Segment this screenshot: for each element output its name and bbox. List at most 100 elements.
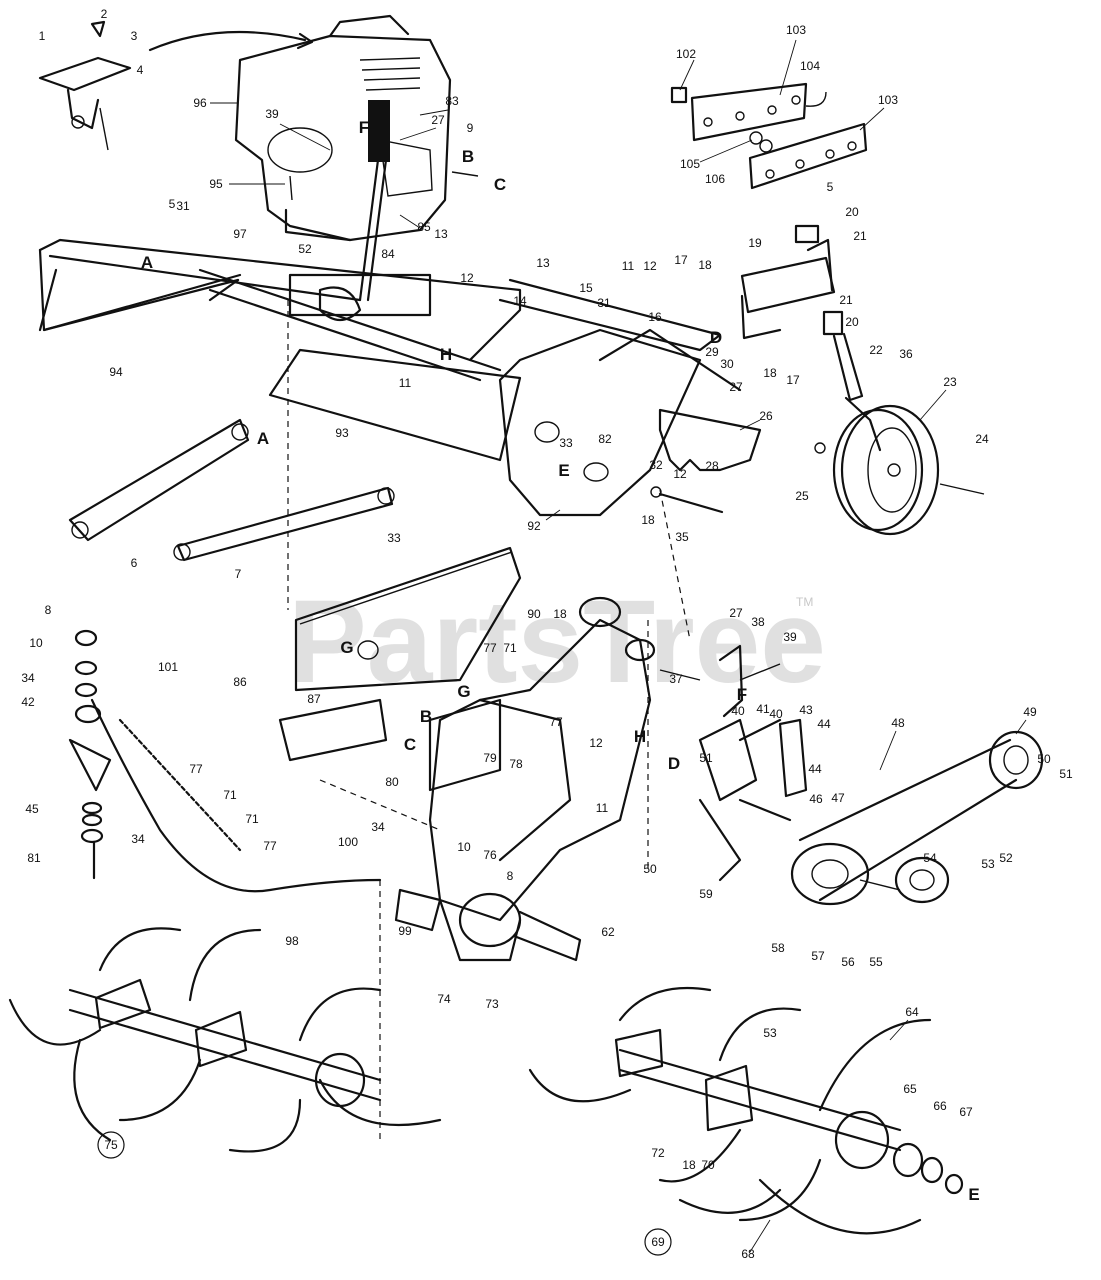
part-callout: 28 [705,459,719,473]
part-callout: 52 [999,851,1013,865]
mounting-plates-group [670,82,868,190]
part-callout: 7 [235,567,242,581]
part-callout: 103 [878,93,898,107]
part-callout: 18 [763,366,777,380]
part-callout: 3 [131,29,138,43]
part-callout: 59 [699,887,713,901]
part-callout: 93 [335,426,349,440]
part-callout: 84 [381,247,395,261]
part-callout: 43 [799,703,813,717]
part-callout: 18 [682,1158,696,1172]
part-callout: 44 [808,762,822,776]
part-callout: 5 [169,197,176,211]
circled-callout-number: 69 [651,1235,665,1249]
part-callout: 45 [25,802,39,816]
part-callout: 18 [641,513,655,527]
part-callout: 46 [809,792,823,806]
circled-callout-number: 75 [104,1138,118,1152]
reference-letter: G [340,638,353,657]
belt-pulley-group [790,730,1044,906]
part-callout: 104 [800,59,820,73]
part-callout: 81 [27,851,41,865]
part-callout: 33 [387,531,401,545]
part-callout: 53 [981,857,995,871]
part-callout: 22 [869,343,883,357]
part-callout: 58 [771,941,785,955]
part-callout: 67 [959,1105,973,1119]
part-callout: 1 [39,29,46,43]
part-callout: 37 [669,672,683,686]
part-callout: 54 [923,851,937,865]
part-callout: 26 [759,409,773,423]
part-callout: 39 [783,630,797,644]
reference-letter: D [668,754,680,773]
part-callout: 73 [485,997,499,1011]
part-callout: 38 [751,615,765,629]
part-callout: 94 [109,365,123,379]
circled-part-callout: 69 [644,1228,672,1256]
part-callout: 10 [29,636,43,650]
part-callout: 53 [763,1026,777,1040]
part-callout: 4 [137,63,144,77]
chain-spring-group [90,698,382,893]
control-handle-group [358,100,390,302]
part-callout: 57 [811,949,825,963]
tine-assembly-right [528,986,964,1235]
part-callout: 16 [648,310,662,324]
lever-group [659,644,808,882]
part-callout: 70 [701,1158,715,1172]
part-callout: 10 [457,840,471,854]
part-callout: 50 [1037,752,1051,766]
part-callout: 77 [263,839,277,853]
part-callout: 34 [21,671,35,685]
part-callout: 5 [827,180,834,194]
throttle-cable [148,30,307,52]
part-callout: 99 [398,924,412,938]
part-callout: 33 [559,436,573,450]
link-7 [176,486,394,562]
part-callout: 102 [676,47,696,61]
part-callout: 27 [431,113,445,127]
part-callout: 83 [445,94,459,108]
part-callout: 71 [223,788,237,802]
part-callout: 11 [399,376,412,390]
reference-letter: A [257,429,269,448]
part-callout: 90 [527,607,541,621]
part-callout: 106 [705,172,725,186]
part-callout: 98 [285,934,299,948]
part-callout: 101 [158,660,178,674]
part-callout: 66 [933,1099,947,1113]
part-callout: 87 [307,692,321,706]
circled-part-callout: 75 [97,1131,125,1159]
part-callout: 32 [649,458,663,472]
reference-letter: H [634,727,646,746]
reference-letter: G [457,682,470,701]
part-callout: 40 [769,707,783,721]
part-callout: 27 [729,380,743,394]
part-callout: 12 [643,259,657,273]
link-6 [68,418,250,542]
reference-letter: E [558,461,569,480]
part-callout: 17 [674,253,688,267]
watermark-trademark: TM [796,595,813,609]
part-callout: 97 [233,227,247,241]
part-callout: 12 [460,271,474,285]
part-callout: 40 [731,704,745,718]
transmission-group [278,596,656,962]
part-callout: 77 [189,762,203,776]
engine-group [234,14,452,242]
part-callout: 56 [841,955,855,969]
part-callout: 9 [467,121,474,135]
part-callout: 74 [437,992,451,1006]
part-callout: 71 [245,812,259,826]
wheel-assembly-group [740,224,985,536]
part-callout: 100 [338,835,358,849]
callout-circle [97,1131,125,1159]
part-callout: 78 [509,757,523,771]
part-callout: 31 [176,199,190,213]
part-callout: 20 [845,205,859,219]
reference-letter: C [404,735,416,754]
part-callout: 21 [853,229,867,243]
part-callout: 19 [748,236,762,250]
